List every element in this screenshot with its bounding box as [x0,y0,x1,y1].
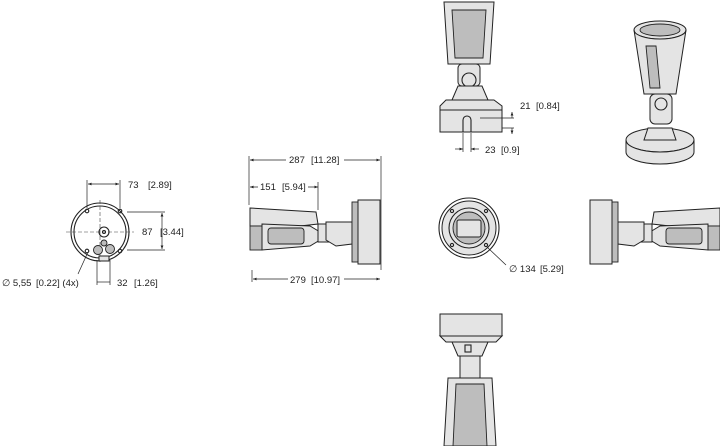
front-view [438,197,507,266]
side-view [248,156,382,282]
side-overall-dim: 287 [289,155,305,166]
top-view [439,1,514,152]
isometric-view [625,20,695,165]
base-slot-dim: 32 [117,278,128,289]
bottom-view [438,313,504,446]
base-hole-dim: ∅ 5,55 [2,278,31,289]
top-height-dim: 21 [520,101,531,112]
base-hole-dim-in: [0.22] (4x) [36,278,79,289]
front-diameter-dim-in: [5.29] [540,264,564,275]
side-body-dim-in: [10.97] [311,275,340,286]
base-view [66,180,165,285]
top-slot-dim-in: [0.9] [501,145,520,156]
base-slot-dim-in: [1.26] [134,278,158,289]
base-width-dim: 73 [128,180,139,191]
side-hood-dim-in: [5.94] [282,182,306,193]
top-slot-dim: 23 [485,145,496,156]
base-height-dim-in: [3.44] [160,227,184,238]
side-body-dim: 279 [290,275,306,286]
front-diameter-dim: ∅ 134 [509,264,536,275]
base-width-dim-in: [2.89] [148,180,172,191]
rear-side-view [589,199,720,265]
top-height-dim-in: [0.84] [536,101,560,112]
side-hood-dim: 151 [260,182,276,193]
side-overall-dim-in: [11.28] [311,155,339,166]
base-height-dim: 87 [142,227,153,238]
